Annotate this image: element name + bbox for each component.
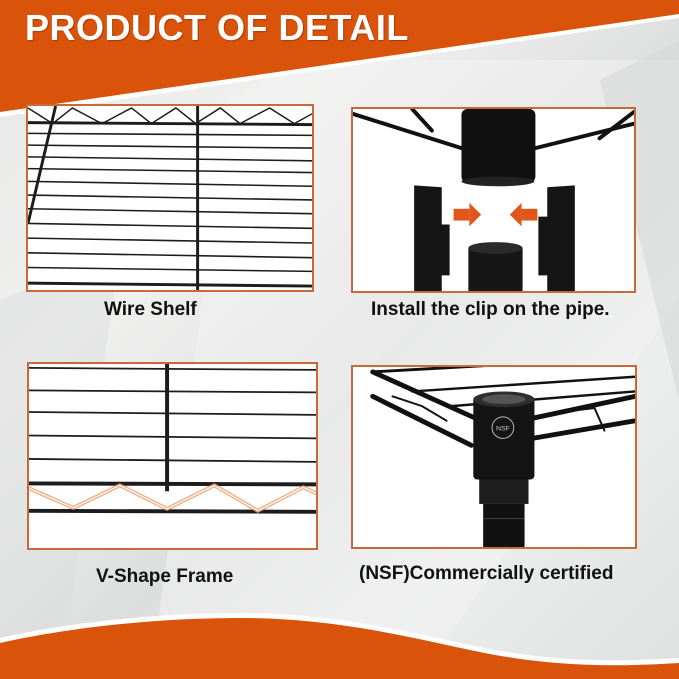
v-shape-frame-caption: V-Shape Frame (96, 566, 234, 587)
header-band (0, 0, 679, 117)
wire-shelf-panel (26, 104, 314, 292)
clip-install-panel (351, 107, 636, 293)
arrow-left-icon (509, 202, 538, 227)
v-shape-frame-image (29, 364, 316, 514)
nsf-corner-sleeve-image: NSF (370, 367, 635, 547)
pipe-clip-install-image (353, 109, 634, 291)
v-shape-frame-panel (27, 362, 318, 550)
nsf-certified-caption: (NSF)Commercially certified (359, 563, 614, 584)
clip-install-caption: Install the clip on the pipe. (371, 299, 610, 320)
wire-shelf-caption: Wire Shelf (104, 299, 197, 320)
wire-shelf-closeup-image (28, 106, 312, 290)
footer-wave (0, 613, 679, 679)
arrow-right-icon (453, 202, 482, 227)
nsf-certified-panel: NSF (351, 365, 637, 549)
nsf-badge: NSF (496, 426, 510, 433)
page-title: PRODUCT OF DETAIL (25, 7, 409, 48)
